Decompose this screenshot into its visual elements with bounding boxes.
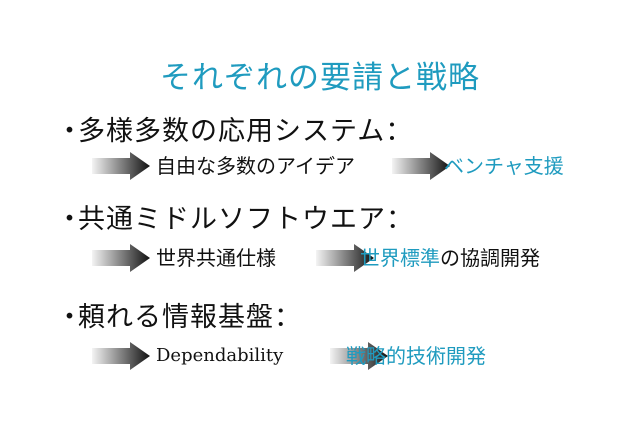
item-collab-dev: の協調開発 (440, 246, 540, 270)
bullet-heading-text: 頼れる情報基盤： (78, 302, 302, 333)
bullet-row-infrastructure: Dependability 戦略的技術開発 (0, 340, 640, 372)
item-venture-support: ベンチャ支援 (444, 154, 564, 178)
bullet-dot: ・ (56, 116, 84, 147)
bullet-heading-applications: ・多様多数の応用システム： (56, 116, 413, 148)
item-strategic-tech-dev: 戦略的技術開発 (346, 344, 486, 368)
bullet-heading-infrastructure: ・頼れる情報基盤： (56, 302, 302, 334)
item-global-standard-dev: 世界標準の協調開発 (360, 242, 540, 274)
bullet-dot: ・ (56, 204, 84, 235)
gradient-arrow-icon (92, 244, 150, 272)
item-free-ideas: 自由な多数のアイデア (156, 154, 355, 178)
gradient-arrow-icon (330, 342, 388, 370)
bullet-row-middleware: 世界共通仕様 世界標準の協調開発 (0, 242, 640, 274)
bullet-heading-text: 多様多数の応用システム： (78, 116, 414, 147)
item-global-standard: 世界標準 (360, 246, 440, 270)
gradient-arrow-icon (316, 244, 374, 272)
gradient-arrow-icon (92, 342, 150, 370)
gradient-arrow-icon (392, 152, 450, 180)
bullet-dot: ・ (56, 302, 84, 333)
item-global-spec: 世界共通仕様 (156, 246, 276, 270)
bullet-row-applications: 自由な多数のアイデア ベンチャ支援 (0, 150, 640, 182)
slide-title: それぞれの要請と戦略 (160, 60, 480, 96)
bullet-heading-middleware: ・共通ミドルソフトウエア： (56, 204, 414, 236)
bullet-heading-text: 共通ミドルソフトウエア： (78, 204, 414, 235)
item-dependability: Dependability (156, 345, 284, 366)
gradient-arrow-icon (92, 152, 150, 180)
